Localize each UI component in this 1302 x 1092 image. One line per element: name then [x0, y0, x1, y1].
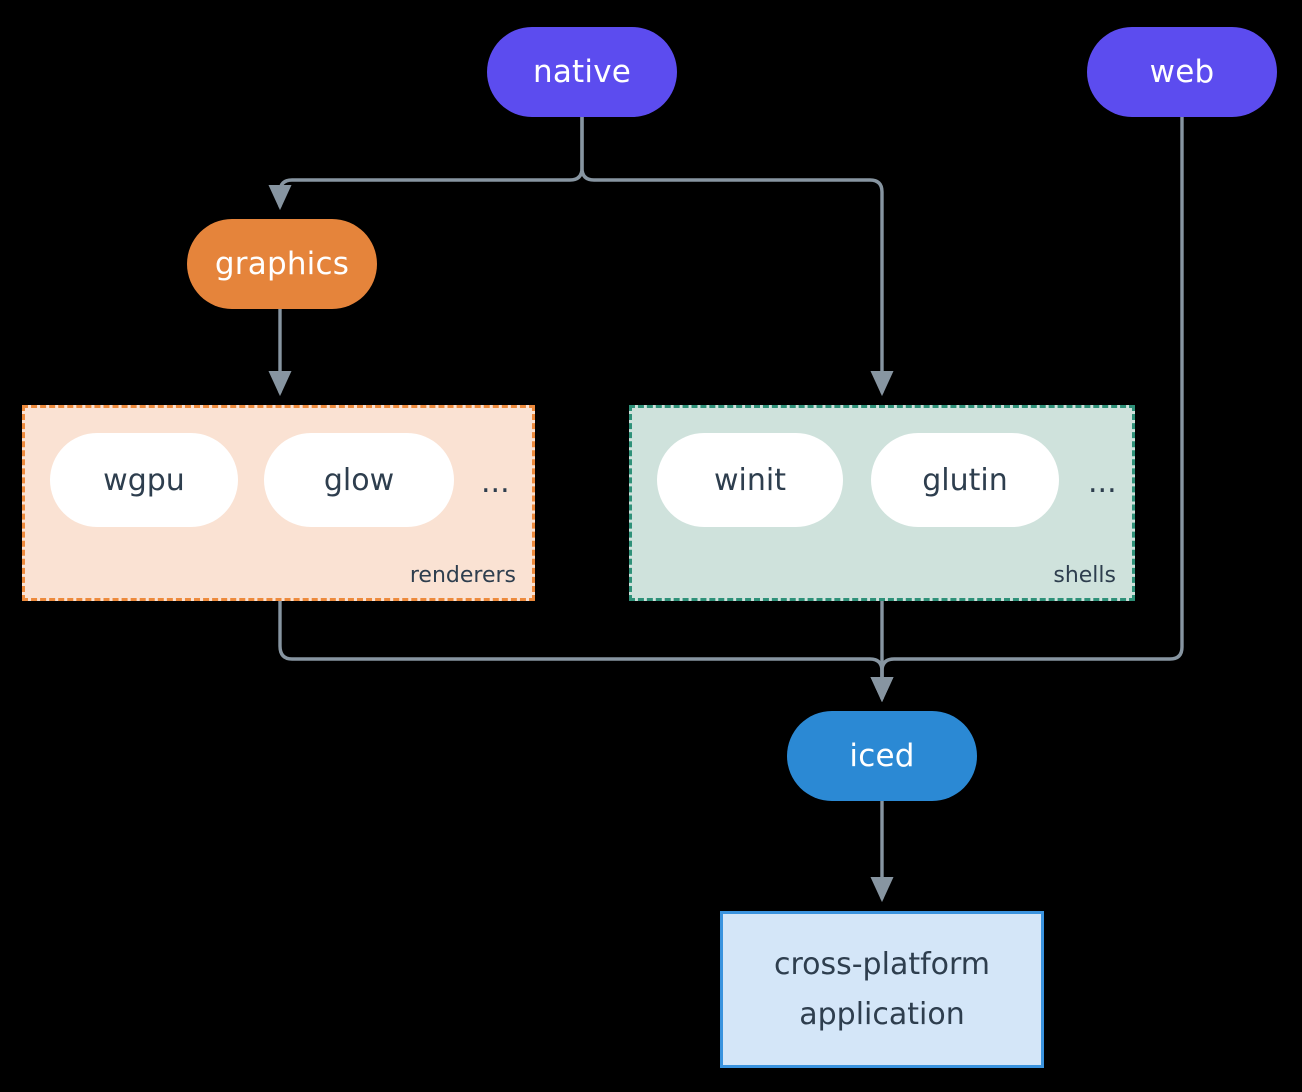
node-native[interactable]: native	[487, 27, 677, 117]
cluster-renderers-label: renderers	[409, 563, 516, 588]
node-graphics[interactable]: graphics	[187, 219, 377, 309]
application-label-line-1: cross-platform	[773, 947, 991, 982]
edge-native-to-shells	[580, 115, 894, 397]
node-wgpu[interactable]: wgpu	[50, 433, 238, 527]
node-glow[interactable]: glow	[264, 433, 454, 527]
cluster-shells-label: shells	[1053, 563, 1116, 588]
application-label-line-2: application	[799, 996, 965, 1032]
edge-renderers-to-iced	[278, 599, 894, 703]
node-winit[interactable]: winit	[657, 433, 843, 527]
node-glutin[interactable]: glutin	[871, 433, 1059, 527]
node-web[interactable]: web	[1087, 27, 1277, 117]
node-iced[interactable]: iced	[787, 711, 977, 801]
shells-overflow-ellipsis: ...	[1088, 465, 1117, 500]
edge-native-to-graphics	[268, 115, 584, 211]
node-cross-platform-application[interactable]: cross-platform application	[720, 911, 1044, 1068]
renderers-overflow-ellipsis: ...	[481, 465, 510, 500]
